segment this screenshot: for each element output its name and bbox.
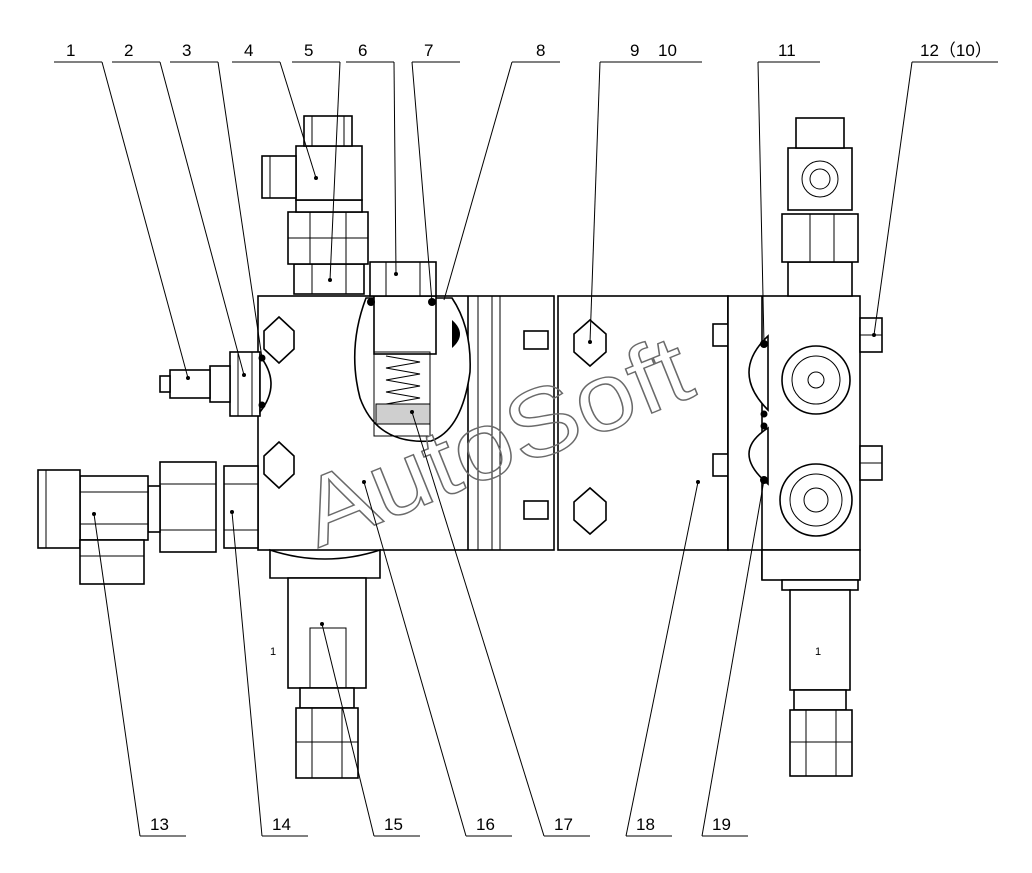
callout-1: 1 — [66, 41, 75, 60]
middle-valve-block — [557, 295, 729, 551]
callout-18: 18 — [636, 815, 655, 834]
callout-17: 17 — [554, 815, 573, 834]
callout-15: 15 — [384, 815, 403, 834]
callout-7: 7 — [424, 41, 433, 60]
hex-bolt — [263, 315, 295, 490]
callout-10: 10 — [658, 41, 677, 60]
callout-14: 14 — [272, 815, 291, 834]
leader-lines — [54, 61, 998, 837]
right-valve-block — [727, 117, 883, 777]
callout-11: 11 — [778, 41, 796, 60]
small-mark: 1 — [270, 646, 276, 658]
callout-16: 16 — [476, 815, 495, 834]
top-callouts: 1 2 3 4 5 6 7 8 9 10 11 12（10） — [66, 41, 992, 60]
small-mark: 1 — [815, 646, 821, 658]
callout-2: 2 — [124, 41, 133, 60]
left-valve-block — [37, 115, 555, 779]
callout-9: 9 — [630, 41, 639, 60]
callout-13: 13 — [150, 815, 169, 834]
callout-5: 5 — [304, 41, 313, 60]
callout-8: 8 — [536, 41, 545, 60]
callout-4: 4 — [244, 41, 253, 60]
callout-12: 12（10） — [920, 41, 992, 60]
callout-19: 19 — [712, 815, 731, 834]
bottom-callouts: 13 14 15 16 17 18 19 — [150, 815, 731, 834]
callout-3: 3 — [182, 41, 191, 60]
callout-6: 6 — [358, 41, 367, 60]
